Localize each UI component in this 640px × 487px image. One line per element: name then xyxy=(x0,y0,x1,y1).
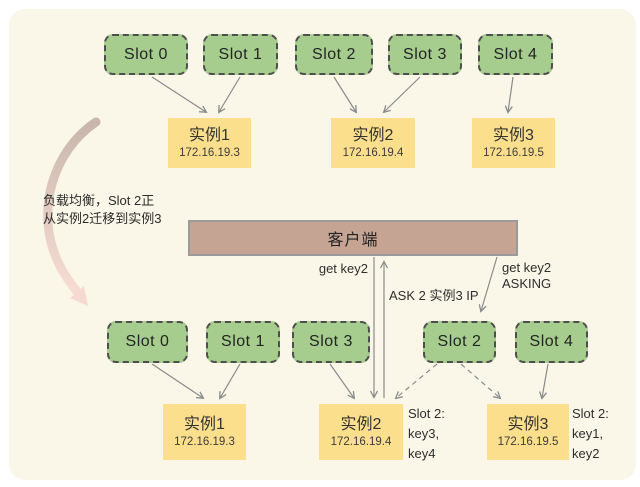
bottom-instance-3: 实例3 172.16.19.5 xyxy=(487,404,569,460)
top-instance-3: 实例3 172.16.19.5 xyxy=(472,118,555,168)
label-ask-redirect: ASK 2 实例3 IP xyxy=(389,288,479,303)
migration-annotation-line1: 负载均衡，Slot 2正 xyxy=(43,193,155,208)
label-get-key2-asking-line1: get key2 xyxy=(502,260,552,275)
top-slot-0: Slot 0 xyxy=(104,34,188,75)
bottom-instance-1-name: 实例1 xyxy=(184,415,225,433)
bottom-instance-3-ip: 172.16.19.5 xyxy=(497,435,559,448)
bottom-slot-1: Slot 1 xyxy=(206,321,280,363)
bottom-slot-0: Slot 0 xyxy=(107,321,188,363)
bottom-instance-2-name: 实例2 xyxy=(340,415,382,433)
note-instance3-slot2-keys: Slot 2: key1, key2 xyxy=(572,404,609,464)
label-get-key2: get key2 xyxy=(318,261,368,276)
bottom-instance-1-ip: 172.16.19.3 xyxy=(174,435,235,448)
label-get-key2-asking: get key2 ASKING xyxy=(502,260,551,292)
top-slot-1: Slot 1 xyxy=(203,34,278,75)
bottom-slot-2: Slot 2 xyxy=(423,321,496,363)
top-slot-2: Slot 2 xyxy=(295,34,373,75)
top-instance-2-name: 实例2 xyxy=(352,126,394,144)
bottom-instance-2-ip: 172.16.19.4 xyxy=(330,435,392,448)
top-instance-3-name: 实例3 xyxy=(493,126,534,144)
note-instance3-line2: key1, xyxy=(572,426,604,441)
bottom-instance-3-name: 实例3 xyxy=(507,415,549,433)
top-slot-4: Slot 4 xyxy=(478,34,553,75)
note-instance2-line3: key4 xyxy=(408,446,436,461)
client-box: 客户端 xyxy=(188,220,518,256)
top-instance-2: 实例2 172.16.19.4 xyxy=(331,118,415,168)
top-instance-1-ip: 172.16.19.3 xyxy=(179,146,240,159)
label-get-key2-asking-line2: ASKING xyxy=(502,276,552,291)
migration-annotation-line2: 从实例2迁移到实例3 xyxy=(43,211,162,226)
bottom-instance-1: 实例1 172.16.19.3 xyxy=(163,404,246,460)
note-instance3-line1: Slot 2: xyxy=(572,406,609,421)
bottom-instance-2: 实例2 172.16.19.4 xyxy=(319,404,403,460)
note-instance2-line1: Slot 2: xyxy=(408,406,445,421)
note-instance2-slot2-keys: Slot 2: key3, key4 xyxy=(408,404,445,464)
top-instance-1: 实例1 172.16.19.3 xyxy=(168,118,251,168)
top-instance-1-name: 实例1 xyxy=(189,126,230,144)
top-instance-2-ip: 172.16.19.4 xyxy=(342,146,404,159)
note-instance3-line3: key2 xyxy=(572,446,600,461)
bottom-slot-3: Slot 3 xyxy=(292,321,370,363)
top-slot-3: Slot 3 xyxy=(388,34,462,75)
migration-annotation: 负载均衡，Slot 2正 从实例2迁移到实例3 xyxy=(43,192,161,228)
top-instance-3-ip: 172.16.19.5 xyxy=(483,146,544,159)
bottom-slot-4: Slot 4 xyxy=(515,321,588,363)
note-instance2-line2: key3, xyxy=(408,426,440,441)
